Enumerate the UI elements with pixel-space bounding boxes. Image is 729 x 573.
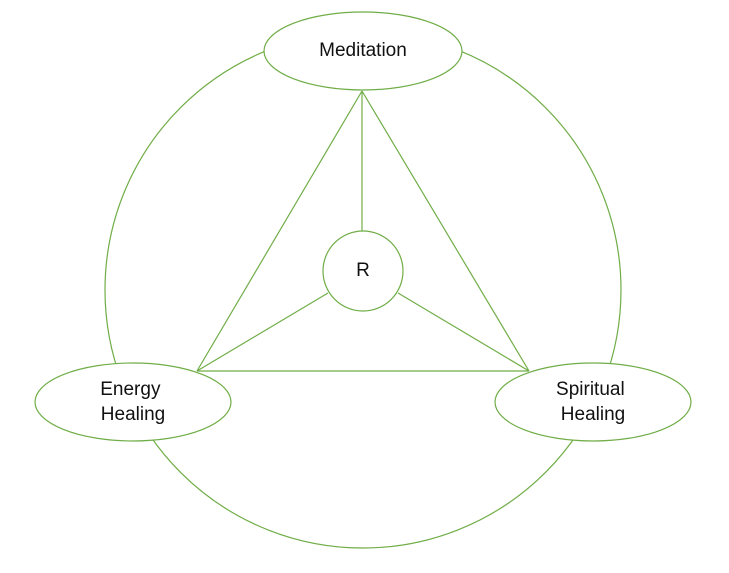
node-center-label: R	[356, 260, 370, 281]
spoke-left	[196, 292, 329, 372]
node-spiritual-healing-line-2: Healing	[561, 404, 625, 425]
node-center: R	[322, 230, 404, 312]
node-center-line-1: R	[356, 260, 370, 281]
node-energy-healing-line-1: Energy	[100, 379, 161, 400]
node-energy-healing-line-2: Healing	[101, 404, 165, 425]
node-spiritual-healing: Spiritual Healing	[494, 362, 692, 442]
edge-top-left	[196, 90, 363, 372]
node-energy-healing-shape	[34, 362, 232, 442]
node-energy-healing-label: Energy Healing	[100, 379, 165, 425]
node-spiritual-healing-shape	[494, 362, 692, 442]
node-spiritual-healing-label: Spiritual Healing	[556, 379, 630, 425]
node-meditation-line-1: Meditation	[319, 40, 407, 61]
spoke-right	[397, 292, 530, 372]
node-spiritual-healing-line-1: Spiritual	[556, 379, 625, 400]
node-meditation: Meditation	[263, 11, 463, 91]
edge-top-right	[361, 90, 530, 372]
node-meditation-label: Meditation	[319, 40, 407, 61]
node-center-shape	[322, 230, 404, 312]
node-meditation-shape	[263, 11, 463, 91]
node-energy-healing: Energy Healing	[34, 362, 232, 442]
